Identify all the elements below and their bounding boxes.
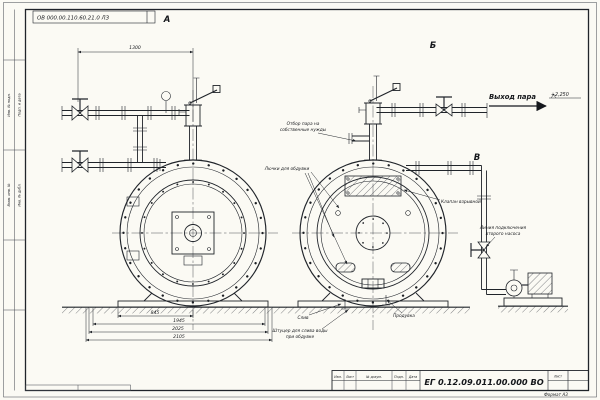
boiler-front-view xyxy=(117,159,269,308)
sheet-frame xyxy=(3,2,597,398)
pump-line-label-2: второго насоса xyxy=(486,232,521,237)
pump-volute xyxy=(505,279,523,297)
skid-base-front xyxy=(117,300,269,308)
stamp-code: ОВ 000.00.110.60.21.0 ЛЗ xyxy=(37,16,110,22)
skid-base-rear xyxy=(297,300,449,308)
right-piping xyxy=(376,96,506,295)
title-block: Изм. Лист № докум. Подп. Дата ЕГ 0.12.09… xyxy=(331,370,589,397)
left-piping xyxy=(61,98,190,173)
valve-lever xyxy=(189,89,218,104)
dim-l2: 2025 xyxy=(172,326,184,332)
bottom-fitting xyxy=(361,278,385,289)
drain-stub xyxy=(341,299,349,310)
own-needs-label-1: Отбор пара на xyxy=(287,121,320,127)
sheet-cell-label: Лист xyxy=(553,375,562,379)
drain-label: Слив xyxy=(297,315,309,321)
top-stamp: ОВ 000.00.110.60.21.0 ЛЗ xyxy=(32,10,156,24)
explosion-valve-hatch xyxy=(344,175,402,197)
lever-weight xyxy=(212,85,221,93)
view-label-a: А xyxy=(163,15,171,25)
valve-lever xyxy=(369,87,398,102)
dim-base: 845 xyxy=(151,310,160,316)
col-list: Лист xyxy=(345,375,354,379)
pump-feed-pipe xyxy=(481,165,487,295)
boiler-rear-view xyxy=(297,159,449,310)
drain-fitting-label-2: при обдувке xyxy=(286,334,315,340)
blow-hatches-label: Лючки для обдувки xyxy=(264,166,310,172)
pump-motor xyxy=(527,272,553,295)
safety-valve-rear xyxy=(348,75,401,160)
col-data: Дата xyxy=(408,375,417,379)
elevation-label: +2,250 xyxy=(551,92,569,98)
blow-hatch-left xyxy=(335,262,356,273)
dimensions: 1300 845 1945 2025 2105 xyxy=(77,45,273,342)
own-needs-label-2: собственные нужды xyxy=(280,127,327,133)
pump-base xyxy=(503,297,563,307)
lever-weight xyxy=(392,83,401,91)
dim-overall: 2105 xyxy=(173,334,185,340)
centerlines xyxy=(112,86,458,330)
drawing-code: ЕГ 0.12.09.011.00.000 ВО xyxy=(424,377,543,387)
pump-line-label-1: Линия подключения xyxy=(479,225,527,231)
steam-out-label: Выход пара xyxy=(489,93,536,101)
blow-hatch-right xyxy=(390,262,411,273)
door-hinge-top xyxy=(126,196,140,207)
door-hinge-bottom xyxy=(126,250,140,261)
pump-unit xyxy=(503,269,563,307)
steam-valve xyxy=(435,103,445,117)
col-doc: № докум. xyxy=(365,375,382,379)
col-izm: Изм. xyxy=(334,375,342,379)
strip-label: Взам. инв. № xyxy=(7,183,11,206)
pipe-connector xyxy=(137,115,143,163)
dim-top: 1300 xyxy=(129,45,141,51)
pump-line-valve xyxy=(477,241,491,251)
col-podp: Подп. xyxy=(394,375,404,379)
strip-label: Инв. № подл. xyxy=(7,93,11,116)
format-label: Формат А3 xyxy=(544,392,568,397)
dim-l1: 1945 xyxy=(173,318,185,324)
pressure-gauge xyxy=(161,91,171,101)
gate-valve-upper xyxy=(71,105,81,121)
strip-label: Инв. № дубл. xyxy=(18,183,22,206)
view-label-b: Б xyxy=(430,41,437,51)
strip-label: Подп. и дата xyxy=(18,93,22,116)
left-margin-strips: Инв. № подл. Подп. и дата Взам. инв. № И… xyxy=(7,93,22,206)
center-manhole xyxy=(355,215,391,251)
elevation-mark xyxy=(549,94,581,99)
view-label-v: В xyxy=(474,153,480,163)
gate-valve-lower xyxy=(71,157,81,173)
safety-valve-front xyxy=(161,77,221,160)
annotations: А Б В Выход пара +2,250 Отбор пара на со… xyxy=(163,15,581,340)
blowdown-label: Продувка xyxy=(393,313,415,319)
own-needs-stub xyxy=(352,135,370,142)
blowdown-stub xyxy=(382,295,390,306)
drain-fitting-label-1: Штуцер для слива воды xyxy=(273,328,329,334)
explosion-valve-label: Клапан взрывной xyxy=(441,199,481,205)
